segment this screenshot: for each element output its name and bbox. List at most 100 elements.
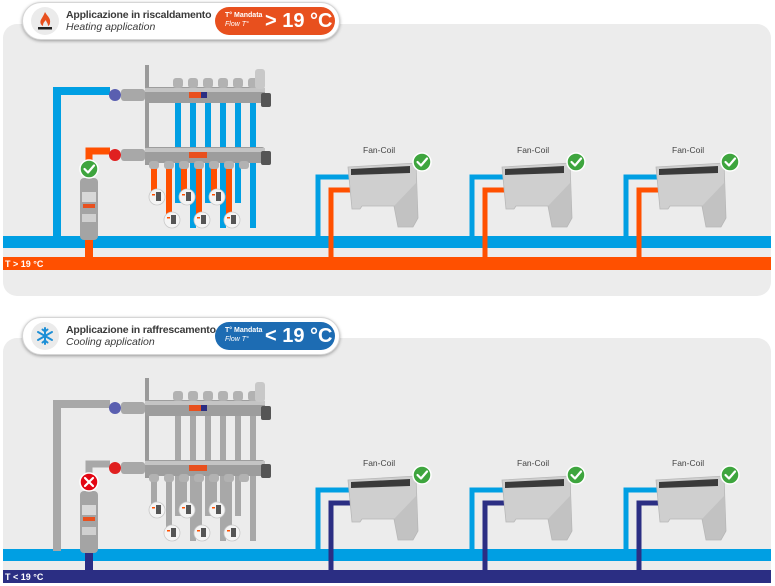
valve-cap — [164, 161, 174, 169]
actuator-stripe — [171, 215, 176, 224]
fan-coil-label: Fan-Coil — [363, 458, 396, 468]
valve-cap — [173, 391, 183, 401]
cooling-title: Applicazione in raffrescamento — [66, 324, 216, 336]
fan-coil-supply-branch — [469, 487, 504, 551]
valve-body — [121, 462, 145, 474]
valve-housing — [80, 491, 98, 553]
check-circle — [720, 465, 740, 485]
loop-return-pipe — [211, 163, 217, 195]
valve-cap — [224, 161, 234, 169]
check-mark — [570, 470, 583, 480]
fan-coil-supply-branch — [469, 174, 504, 238]
actuator-mark — [197, 530, 200, 532]
temp-gauge — [201, 405, 207, 411]
fan-coil-shade — [548, 183, 572, 227]
cooling-header: Applicazione in raffrescamento Cooling a… — [22, 317, 340, 355]
drain-valve — [261, 464, 271, 478]
fan-coil-return-branch — [482, 500, 506, 572]
check-icon — [566, 465, 586, 485]
heating-header: Applicazione in riscaldamento Heating ap… — [22, 2, 340, 40]
fan-coil-label: Fan-Coil — [363, 145, 396, 155]
loop-supply-pipe — [250, 416, 256, 541]
actuator-mark — [227, 530, 230, 532]
actuator-mark — [167, 217, 170, 219]
cooling-subtitle: Cooling application — [66, 336, 155, 348]
temp-gauge — [201, 92, 207, 98]
fan-coil-grille — [351, 166, 410, 175]
loop-supply-pipe — [250, 103, 256, 228]
check-circle — [566, 152, 586, 172]
collector-highlight — [145, 88, 265, 92]
flow-temp-label-it: T° Mandata — [225, 327, 263, 334]
actuator-stripe — [201, 215, 206, 224]
collector-highlight — [145, 401, 265, 405]
valve-cap — [203, 78, 213, 88]
fan-coil-grille — [659, 166, 718, 175]
valve-indicator — [83, 204, 95, 208]
valve-cap — [149, 474, 159, 482]
main-return-pipe — [3, 570, 771, 583]
supply-valve — [109, 402, 121, 414]
fan-coil-grille — [505, 166, 564, 175]
loop-supply-pipe — [190, 103, 196, 228]
main-return-pipe — [3, 257, 771, 270]
loop-return-pipe — [166, 476, 172, 531]
fan-coil-grille — [659, 479, 718, 488]
loop-supply-pipe — [190, 416, 196, 541]
valve-housing — [80, 178, 98, 240]
flow-temp-label-it: T° Mandata — [225, 12, 263, 19]
actuator-mark — [212, 507, 215, 509]
valve-cap — [179, 161, 189, 169]
temp-gauge — [189, 405, 207, 411]
thermostatic-valve — [80, 178, 98, 240]
fan-coil-return-branch — [636, 500, 660, 572]
actuator-stripe — [156, 505, 161, 514]
cooling-panel — [3, 338, 771, 582]
actuator-mark — [227, 217, 230, 219]
fan-coil-shade — [394, 496, 418, 540]
loop-return-pipe — [151, 476, 157, 508]
fan-coil-shade — [702, 496, 726, 540]
check-circle — [566, 465, 586, 485]
loop-supply-pipe — [220, 416, 226, 541]
check-icon — [720, 152, 740, 172]
actuator-mark — [152, 194, 155, 196]
mixing-valve-pipe — [85, 228, 93, 260]
check-mark — [724, 157, 737, 167]
actuator-mark — [167, 530, 170, 532]
fan-coil-return-branch — [328, 187, 352, 259]
loop-return-pipe — [196, 163, 202, 218]
actuator-stripe — [156, 192, 161, 201]
actuator-stripe — [201, 528, 206, 537]
manifold-bracket — [145, 378, 149, 478]
check-icon — [79, 159, 99, 179]
flame-icon — [31, 7, 59, 35]
mixing-valve-pipe — [85, 541, 93, 573]
fan-coil-grille — [351, 479, 410, 488]
fan-coil-grille — [505, 479, 564, 488]
manifold-supply-feed — [53, 87, 110, 238]
drain-valve — [261, 93, 271, 107]
drain-valve — [261, 151, 271, 165]
fan-coil-supply-branch — [315, 174, 350, 238]
valve-body — [121, 89, 145, 101]
actuator-mark — [182, 194, 185, 196]
actuator-mark — [197, 217, 200, 219]
valve-cap — [188, 78, 198, 88]
valve-band — [82, 527, 96, 535]
fan-coil-unit — [501, 162, 573, 228]
actuator-stripe — [231, 528, 236, 537]
actuator-stripe — [216, 505, 221, 514]
fan-coil-supply-branch — [315, 487, 350, 551]
check-circle — [412, 465, 432, 485]
fan-coil-label: Fan-Coil — [672, 145, 705, 155]
fan-coil-unit — [655, 475, 727, 541]
flow-temp-label-en: Flow T° — [225, 21, 249, 28]
manifold — [109, 65, 271, 229]
actuator-stripe — [186, 505, 191, 514]
manifold-bracket — [145, 65, 149, 165]
fan-coil-unit — [655, 162, 727, 228]
temp-gauge — [189, 465, 207, 471]
valve-cap — [209, 161, 219, 169]
